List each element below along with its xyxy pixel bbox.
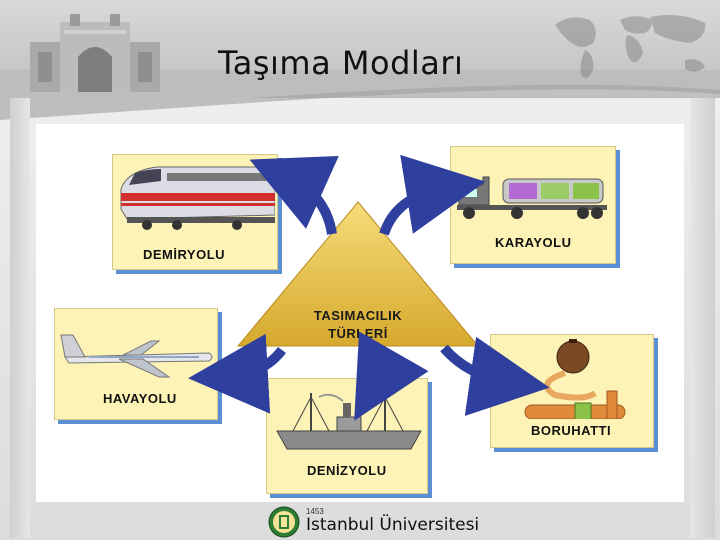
pipeline-icon xyxy=(524,339,626,419)
center-label-line1: TASIMACILIK xyxy=(313,308,403,323)
right-frame xyxy=(690,98,715,538)
left-frame xyxy=(10,98,30,538)
card-sea: DENİZYOLU xyxy=(266,378,428,494)
transport-modes-diagram: DEMİRYOLU KARAYOLU xyxy=(36,124,684,502)
footer-university-name: Istanbul Üniversitesi xyxy=(306,515,480,535)
train-icon xyxy=(120,166,275,230)
university-gate-image xyxy=(30,14,160,92)
world-map-image xyxy=(555,15,706,79)
label-sea: DENİZYOLU xyxy=(307,463,387,478)
arrows xyxy=(188,154,550,421)
arrow-to-sea xyxy=(354,331,429,421)
label-road: KARAYOLU xyxy=(495,235,572,250)
label-air: HAVAYOLU xyxy=(103,391,177,406)
header-wave xyxy=(0,70,720,120)
arrow-to-rail xyxy=(249,155,339,235)
university-logo-icon xyxy=(268,506,300,538)
footer-year: 1453 xyxy=(306,507,324,516)
arrow-to-pipeline xyxy=(440,336,550,416)
arrow-to-air xyxy=(188,333,286,414)
label-pipeline: BORUHATTI xyxy=(531,423,612,438)
arrow-to-road xyxy=(379,154,486,236)
slide-title: Taşıma Modları xyxy=(218,44,464,82)
label-rail: DEMİRYOLU xyxy=(143,247,226,262)
